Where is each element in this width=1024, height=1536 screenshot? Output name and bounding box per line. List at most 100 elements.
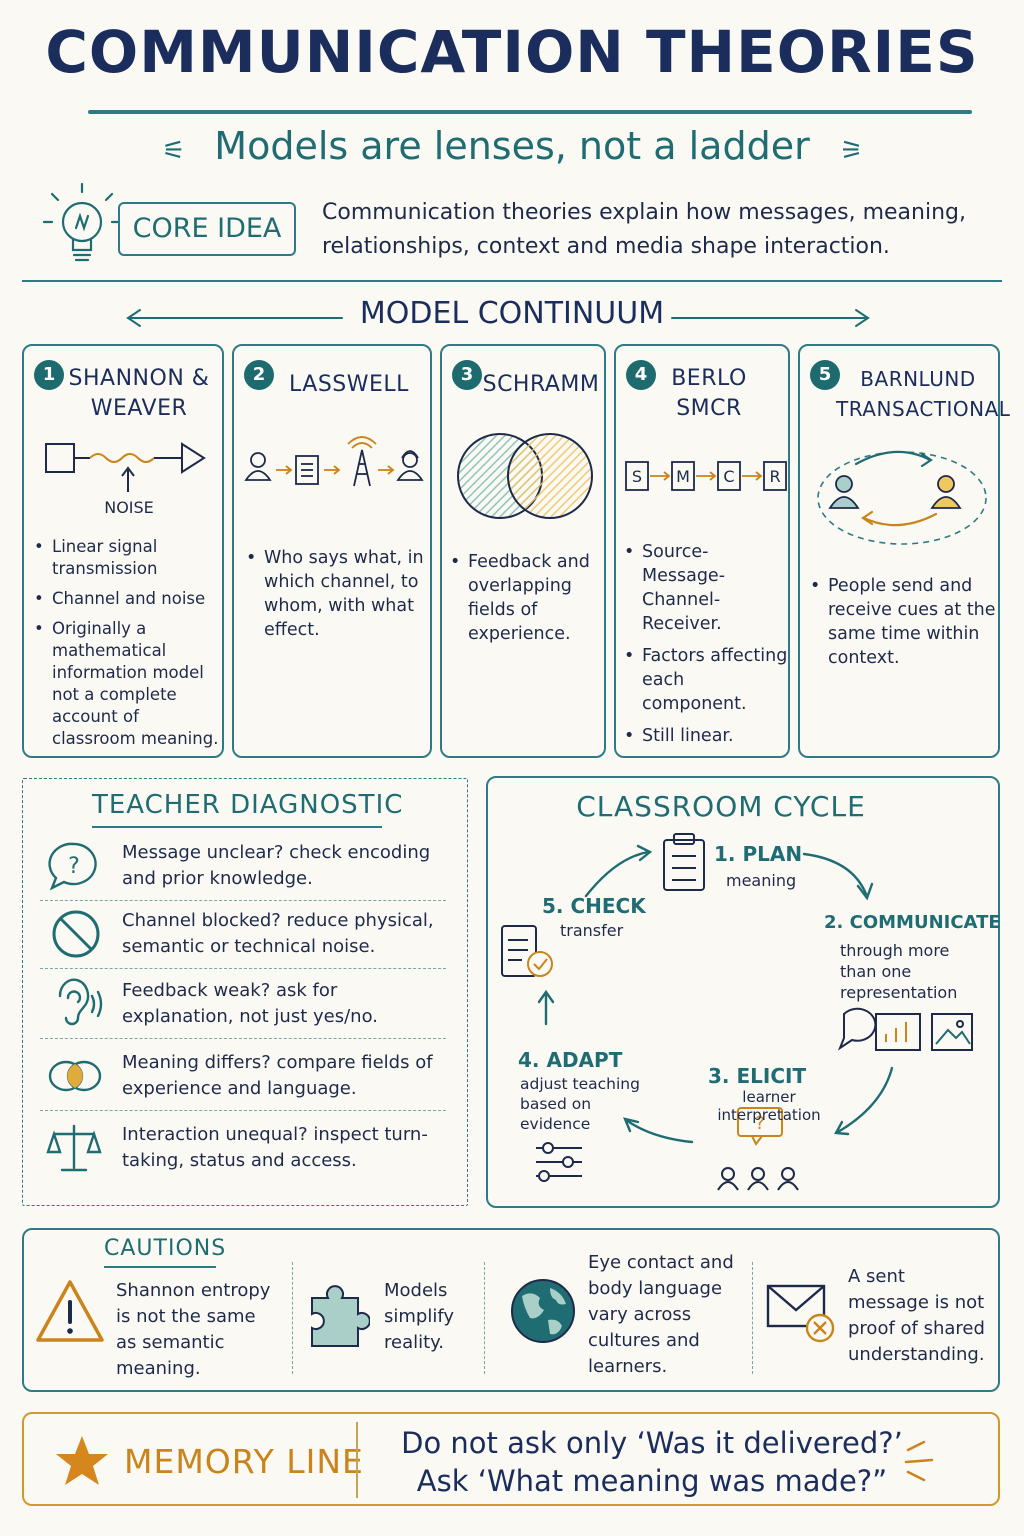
model-card-barnlund: 5 BARNLUND TRANSACTIONAL People send and… xyxy=(798,344,1011,758)
signal-diagram-icon xyxy=(45,442,206,492)
model-card-lasswell: 2 LASSWELL Who says what, in which chann… xyxy=(232,344,432,758)
puzzle-icon xyxy=(311,1285,370,1347)
overlap-bubbles-icon xyxy=(48,1060,102,1092)
model-title: SCHRAMM xyxy=(482,372,600,397)
smcr-letter-r: R xyxy=(769,467,780,486)
model-number: 5 xyxy=(810,360,840,390)
model-number: 1 xyxy=(34,360,64,390)
diagnostic-row: ? Message unclear? check encoding and pr… xyxy=(40,834,446,900)
caution-divider xyxy=(752,1262,753,1374)
model-title-line1: BARNLUND xyxy=(860,367,976,391)
row-divider xyxy=(40,900,446,901)
caution-text: A sent message is not proof of shared un… xyxy=(848,1266,985,1365)
model-bullet: Who says what, in which channel, to whom… xyxy=(244,546,428,642)
diagnostic-text: Message unclear? check encoding and prio… xyxy=(122,842,431,889)
caution-divider xyxy=(484,1262,485,1374)
memory-line-1: Do not ask only ‘Was it delivered?’ xyxy=(401,1426,903,1460)
star-icon xyxy=(56,1436,108,1485)
model-number: 3 xyxy=(452,360,482,390)
cycle-step-elicit-head: 3. ELICIT xyxy=(708,1064,807,1088)
model-card-shannon-weaver: 1 SHANNON & WEAVER NOISE Linear signal t… xyxy=(22,344,224,758)
svg-text:?: ? xyxy=(755,1113,765,1134)
memory-line-panel xyxy=(22,1412,1000,1506)
core-idea-text: Communication theories explain how messa… xyxy=(322,200,966,259)
cycle-step-plan-text: meaning xyxy=(726,871,797,890)
model-title-line1: SHANNON & xyxy=(68,366,210,391)
model-bullet: Originally a mathematical information mo… xyxy=(32,618,222,750)
classroom-cycle-title: CLASSROOM CYCLE xyxy=(576,790,866,823)
teacher-diagnostic-panel xyxy=(22,778,468,1206)
model-title-line2: TRANSACTIONAL xyxy=(836,397,1011,421)
model-bullet: Channel and noise xyxy=(32,588,222,610)
model-card-berlo-smcr: 4 BERLO SMCR S M C R Source-Message-Chan… xyxy=(614,344,790,758)
smcr-letter-s: S xyxy=(632,467,642,486)
spark-right-icon: ⚞ xyxy=(840,136,864,166)
cycle-step-check-text: transfer xyxy=(560,921,624,940)
envelope-x-icon xyxy=(766,1284,835,1343)
subtitle: Models are lenses, not a ladder xyxy=(214,124,810,168)
transactional-exchange-icon xyxy=(817,450,987,545)
model-title: BERLO SMCR xyxy=(656,364,762,424)
continuum-arrow-icon xyxy=(126,309,870,327)
scales-icon xyxy=(46,1124,102,1172)
spark-memory-icon xyxy=(904,1440,934,1482)
diagnostic-text: Meaning differs? compare fields of exper… xyxy=(122,1052,433,1099)
model-title-line1: BERLO xyxy=(671,366,747,391)
question-bubble-icon: ? xyxy=(48,842,97,891)
diagnostic-row: Interaction unequal? inspect turn-taking… xyxy=(40,1116,446,1182)
model-bullet: Still linear. xyxy=(622,724,788,748)
noise-label: NOISE xyxy=(104,498,154,517)
cycle-step-plan-head: 1. PLAN xyxy=(714,842,803,866)
warning-icon xyxy=(36,1280,104,1342)
memory-line-label: MEMORY LINE xyxy=(124,1442,364,1481)
smcr-letter-m: M xyxy=(676,467,690,486)
row-divider xyxy=(40,968,446,969)
cycle-step-adapt-head: 4. ADAPT xyxy=(518,1048,623,1072)
caution-text: Models simplify reality. xyxy=(384,1280,455,1353)
cycle-step-adapt-text: adjust teaching based on evidence xyxy=(520,1075,640,1133)
model-bullet: Feedback and overlapping fields of exper… xyxy=(448,550,604,646)
model-title-line2: WEAVER xyxy=(90,396,188,421)
cycle-step-communicate-text: through more than one representation xyxy=(840,941,958,1002)
section-divider xyxy=(22,280,1002,282)
diagnostic-row: Feedback weak? ask for explanation, not … xyxy=(40,972,446,1038)
teacher-diagnostic-title: TEACHER DIAGNOSTIC xyxy=(92,790,404,820)
overlapping-fields-icon xyxy=(457,433,593,519)
cycle-step-check-head: 5. CHECK xyxy=(542,894,646,918)
caution-divider xyxy=(292,1262,293,1374)
diagnostic-row: Meaning differs? compare fields of exper… xyxy=(40,1044,446,1110)
model-bullet: People send and receive cues at the same… xyxy=(808,574,998,670)
cautions-title-underline xyxy=(104,1266,216,1268)
smcr-chain-icon: S M C R xyxy=(625,461,787,491)
svg-text:?: ? xyxy=(68,854,80,879)
model-bullet: Source-Message-Channel-Receiver. xyxy=(622,540,788,636)
cautions-panel xyxy=(22,1228,1000,1392)
model-number: 2 xyxy=(244,360,274,390)
spark-left-icon: ⚟ xyxy=(162,136,186,166)
model-bullet: Linear signal transmission xyxy=(32,536,222,580)
cycle-step-elicit-text: learner interpretation xyxy=(717,1088,821,1124)
core-idea-badge: CORE IDEA xyxy=(118,202,296,256)
row-divider xyxy=(40,1038,446,1039)
smcr-letter-c: C xyxy=(723,467,734,486)
cycle-step-communicate-head: 2. COMMUNICATE xyxy=(824,912,1001,933)
caution-text: Eye contact and body language vary acros… xyxy=(588,1252,734,1377)
ear-icon xyxy=(58,978,103,1026)
lightbulb-icon xyxy=(42,182,120,262)
diagnostic-text: Channel blocked? reduce physical, semant… xyxy=(122,910,434,957)
memory-line-text: Do not ask only ‘Was it delivered?’ Ask … xyxy=(372,1424,932,1500)
memory-line-2: Ask ‘What meaning was made?” xyxy=(416,1464,888,1498)
page-title: COMMUNICATION THEORIES xyxy=(45,18,979,86)
model-continuum-label: MODEL CONTINUUM xyxy=(359,296,665,331)
blocked-icon xyxy=(52,910,100,958)
caution-text: Shannon entropy is not the same as seman… xyxy=(116,1280,271,1379)
model-card-schramm: 3 SCHRAMM Feedback and overlapping field… xyxy=(440,344,606,758)
model-bullet: Factors affecting each component. xyxy=(622,644,788,716)
memory-divider xyxy=(356,1422,358,1498)
model-title: LASSWELL xyxy=(289,372,409,397)
diagnostic-text: Interaction unequal? inspect turn-taking… xyxy=(122,1124,428,1171)
model-number: 4 xyxy=(626,360,656,390)
lasswell-chain-icon xyxy=(244,436,424,487)
title-underline xyxy=(88,110,972,114)
diagnostic-text: Feedback weak? ask for explanation, not … xyxy=(122,980,378,1027)
